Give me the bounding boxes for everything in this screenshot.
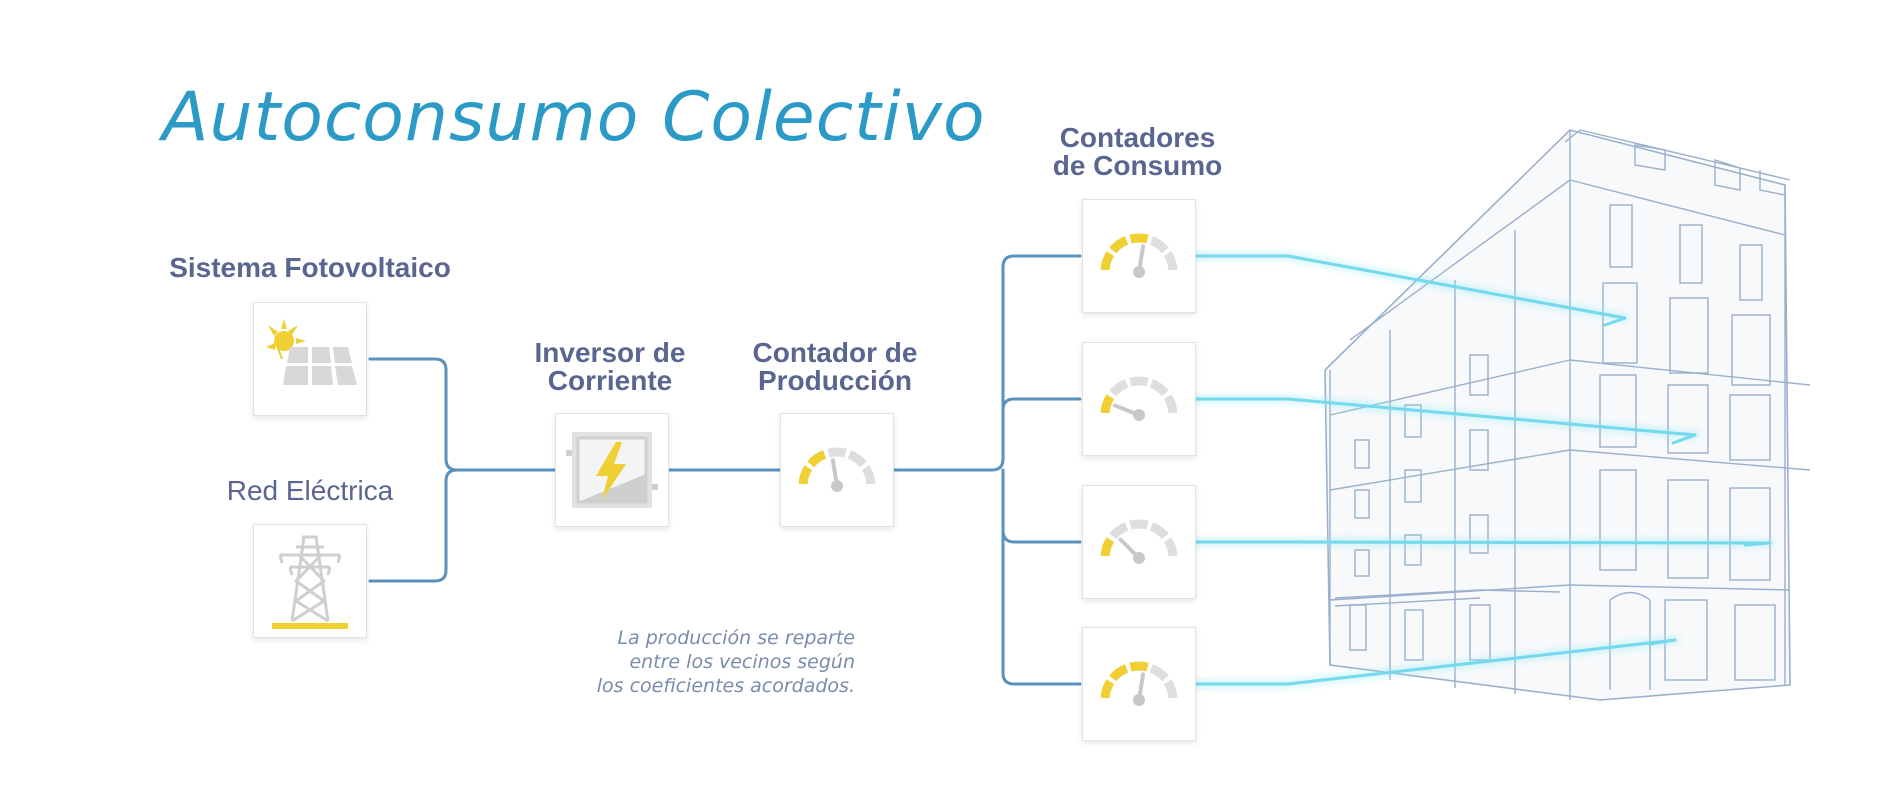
distribution-note: La producción se reparte entre los vecin… (560, 626, 855, 698)
gauge-segment (1149, 522, 1169, 540)
label-production-meter-line-1: Contador de (752, 337, 918, 368)
gauge-segment (807, 450, 827, 468)
gauge-hub (1133, 409, 1145, 421)
consumption-meter-box-4 (1082, 627, 1196, 741)
note-line-3: los coeficientes acordados. (596, 675, 855, 697)
gauge-segment (1149, 379, 1169, 397)
label-consumption-meters-line-1: Contadores (1059, 122, 1216, 153)
note-line-2: entre los vecinos según (629, 651, 855, 673)
gauge-segment (1163, 679, 1178, 699)
flow-line-4 (1193, 638, 1677, 686)
gauge-segment (1100, 679, 1115, 699)
gauge-segment (1100, 251, 1115, 271)
label-inverter-line-1: Inversor de (534, 337, 686, 368)
flow-line-2 (1193, 397, 1697, 445)
gauge-segment (847, 450, 867, 468)
label-consumption-meters-line-2: de Consumo (1052, 150, 1223, 181)
gauge-icon (1100, 376, 1178, 421)
gauge-segment (1109, 236, 1129, 254)
power-grid-box (253, 524, 367, 638)
gauge-segment (1163, 394, 1178, 414)
gauge-segment (1129, 519, 1149, 530)
building-sketch (1324, 129, 1811, 701)
label-inverter-line-2: Corriente (547, 365, 673, 396)
gauge-hub (1133, 694, 1145, 706)
solar-panel-box (253, 302, 367, 416)
gauge-hub (1133, 552, 1145, 564)
connection-lines (368, 254, 1082, 686)
gauge-icon (1100, 233, 1178, 278)
production-meter-box (780, 413, 894, 527)
consumption-meter-box-2 (1082, 342, 1196, 456)
consumption-meter-box-3 (1082, 485, 1196, 599)
flow-line-3 (1193, 540, 1772, 547)
gauge-icon (1100, 519, 1178, 564)
gauge-segment (1129, 376, 1149, 387)
gauge-icon (1100, 661, 1178, 706)
page-title: Autoconsumo Colectivo (162, 78, 986, 157)
label-production-meter: Contador de Producción (725, 339, 945, 395)
gauge-segment (1129, 233, 1149, 244)
flow-line-1 (1193, 254, 1627, 327)
gauge-hub (1133, 266, 1145, 278)
gauge-icon (798, 447, 876, 492)
solar-panel-icon (266, 319, 357, 385)
gauge-segment (1163, 537, 1178, 557)
gauge-segment (1163, 251, 1178, 271)
gauge-segment (1100, 537, 1115, 557)
gauge-segment (1109, 664, 1129, 682)
gauge-segment (1149, 236, 1169, 254)
gauge-segment (1129, 661, 1149, 672)
flow-lines (1190, 251, 1775, 689)
gauge-segment (1149, 664, 1169, 682)
gauge-segment (798, 465, 813, 485)
label-production-meter-line-2: Producción (757, 365, 912, 396)
inverter-icon (566, 432, 658, 508)
label-consumption-meters: Contadores de Consumo (1030, 124, 1245, 180)
note-line-1: La producción se reparte (617, 627, 855, 649)
gauge-segment (1109, 522, 1129, 540)
gauge-segment (1100, 394, 1115, 414)
gauge-segment (1109, 379, 1129, 397)
gauge-segment (861, 465, 876, 485)
label-solar-system: Sistema Fotovoltaico (169, 252, 451, 283)
inverter-box (555, 413, 669, 527)
consumption-meter-box-1 (1082, 199, 1196, 313)
gauge-hub (831, 480, 843, 492)
gauge-segment (827, 447, 847, 458)
label-power-grid: Red Eléctrica (226, 475, 394, 506)
label-inverter: Inversor de Corriente (500, 339, 720, 395)
power-tower-icon (272, 535, 348, 629)
